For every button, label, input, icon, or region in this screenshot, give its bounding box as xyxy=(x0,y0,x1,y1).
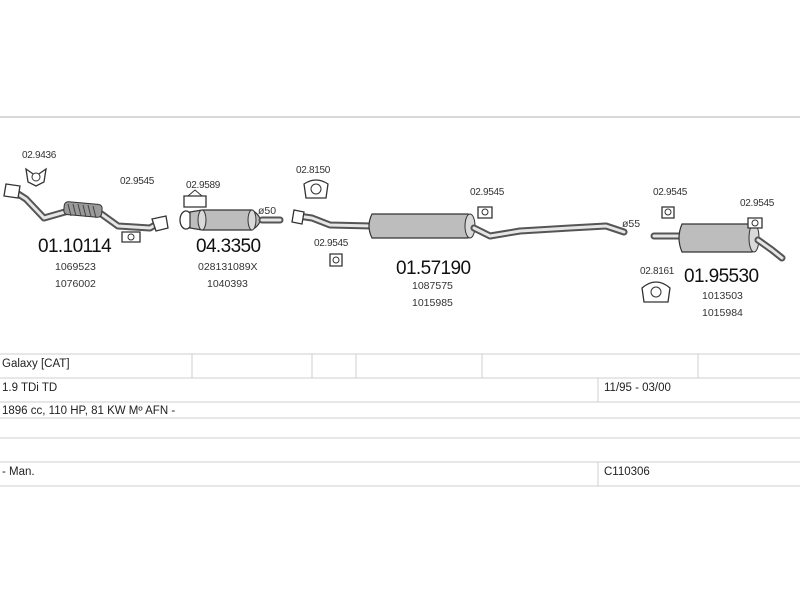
clamp-9545-c-icon xyxy=(477,206,493,219)
catalog-code: C110306 xyxy=(604,466,650,478)
vehicle-model: Galaxy [CAT] xyxy=(2,358,70,370)
clamp-9545-a-code: 02.9545 xyxy=(120,176,155,187)
clamp-9545-b-code: 02.9545 xyxy=(314,238,349,249)
transmission: - Man. xyxy=(2,466,35,478)
middle-silencer-ref-1: 1087575 xyxy=(412,280,453,292)
clamp-8150-icon xyxy=(303,179,329,199)
catalyst-icon xyxy=(179,209,284,231)
engine-type: 1.9 TDi TD xyxy=(2,382,58,394)
rear-silencer-ref-1: 1013503 xyxy=(702,290,743,302)
clamp-9589-code: 02.9589 xyxy=(186,180,221,191)
clamp-8161-icon xyxy=(641,281,671,303)
clamp-8161-code: 02.8161 xyxy=(640,266,675,277)
catalyst-ref-1: 028131089X xyxy=(198,261,258,273)
clamp-9545-d-icon xyxy=(661,206,675,219)
middle-silencer-ref-2: 1015985 xyxy=(412,297,453,309)
front-pipe-ref-1: 1069523 xyxy=(55,261,96,273)
clamp-9436-icon xyxy=(25,167,47,187)
table-grid xyxy=(0,353,800,487)
clamp-9545-e-code: 02.9545 xyxy=(740,198,775,209)
front-pipe-icon xyxy=(3,183,169,232)
catalyst-diameter: ø50 xyxy=(258,205,277,217)
engine-specs: 1896 cc, 110 HP, 81 KW Mº AFN - xyxy=(2,405,176,417)
clamp-9545-c-code: 02.9545 xyxy=(470,187,505,198)
catalyst-ref-2: 1040393 xyxy=(207,278,248,290)
middle-silencer-code: 01.57190 xyxy=(396,258,471,279)
clamp-9545-b-icon xyxy=(329,253,343,267)
rear-silencer-code: 01.95530 xyxy=(684,266,759,287)
front-pipe-code: 01.10114 xyxy=(38,236,112,257)
rear-silencer-icon xyxy=(650,223,786,262)
production-period: 11/95 - 03/00 xyxy=(604,382,671,394)
middle-silencer-icon xyxy=(291,209,628,240)
middle-silencer-diameter: ø55 xyxy=(622,218,641,230)
clamp-9436-code: 02.9436 xyxy=(22,150,57,161)
catalyst-code: 04.3350 xyxy=(196,236,261,257)
clamp-9545-e-icon xyxy=(747,217,763,229)
front-pipe-ref-2: 1076002 xyxy=(55,278,96,290)
rear-silencer-ref-2: 1015984 xyxy=(702,307,743,319)
clamp-8150-code: 02.8150 xyxy=(296,165,331,176)
clamp-9545-a-icon xyxy=(121,231,141,243)
clamp-9545-d-code: 02.9545 xyxy=(653,187,688,198)
clamp-9589-icon xyxy=(183,189,207,208)
